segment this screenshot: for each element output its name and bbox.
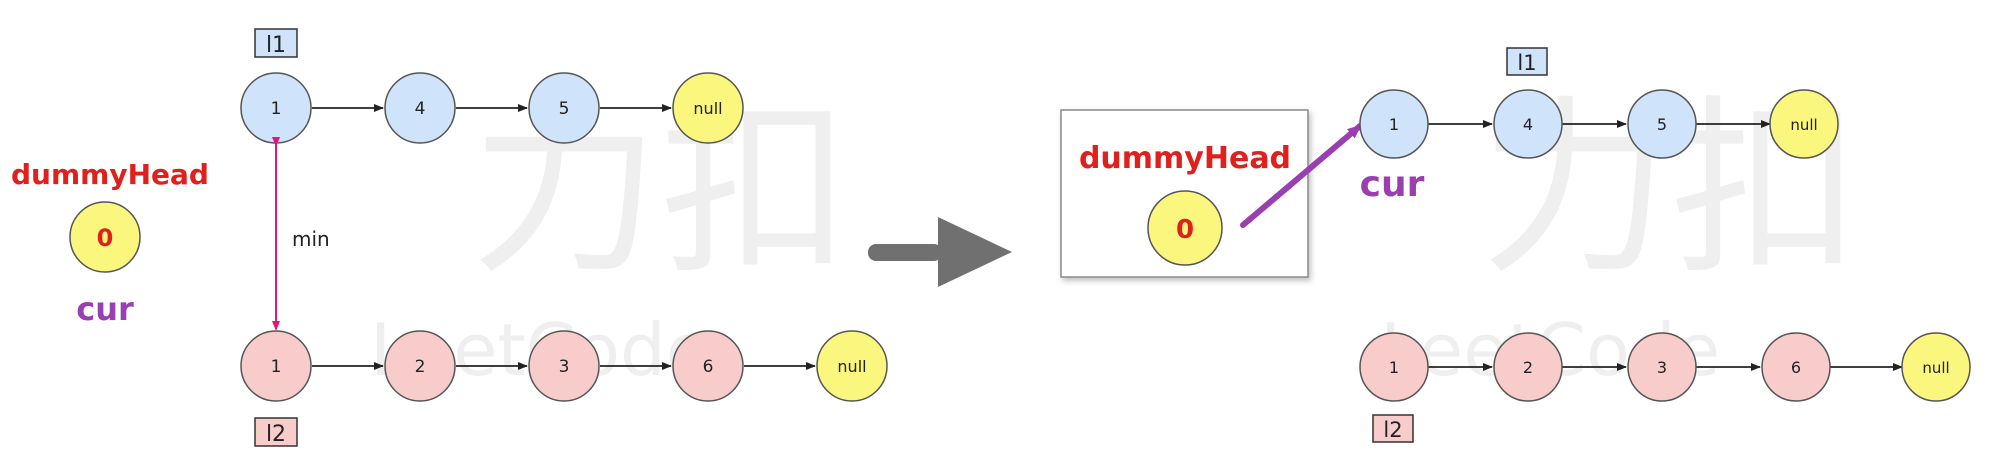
- l1-tag-box: [1506, 47, 1548, 76]
- l2-tag-box: [1372, 414, 1414, 443]
- l2-null-node: null: [816, 330, 888, 402]
- l1-node: 5: [528, 72, 600, 144]
- l2-node: 3: [1627, 332, 1697, 402]
- l2-node: 6: [672, 330, 744, 402]
- left-panel: l1 1 4 5 null min dummyHead 0: [11, 28, 888, 447]
- node-value: 4: [1523, 115, 1533, 134]
- node-value: null: [1790, 116, 1817, 134]
- cur-label: cur: [76, 290, 134, 328]
- node-value: 5: [1657, 115, 1667, 134]
- l2-node: 6: [1761, 332, 1831, 402]
- l1-tag-box: [254, 28, 298, 58]
- l1-tag-label: l1: [266, 33, 286, 58]
- dummy-head-node: 0: [69, 201, 141, 273]
- watermark-cjk: 力扣: [470, 79, 850, 300]
- node-value: 2: [1523, 358, 1533, 377]
- node-value: 3: [559, 357, 570, 377]
- node-value: 5: [559, 99, 570, 119]
- l2-node: 2: [384, 330, 456, 402]
- right-panel: dummyHead 0 cur l1 1 4 5 null: [1060, 47, 1971, 443]
- node-value: null: [837, 357, 866, 376]
- min-label: min: [292, 227, 330, 251]
- l1-null-node: null: [1769, 89, 1839, 159]
- l1-null-node: null: [672, 72, 744, 144]
- cur-label: cur: [1360, 164, 1425, 205]
- l2-node: 1: [1359, 332, 1429, 402]
- dummy-head-node: 0: [1147, 190, 1223, 266]
- l1-node: 4: [384, 72, 456, 144]
- l1-node: 5: [1627, 89, 1697, 159]
- node-value: 1: [1389, 115, 1399, 134]
- node-value: null: [1922, 359, 1949, 377]
- l2-node: 3: [528, 330, 600, 402]
- node-value: 4: [415, 99, 426, 119]
- node-value: 1: [271, 357, 282, 377]
- node-value: 1: [271, 99, 282, 119]
- transition-arrow: [868, 217, 1012, 287]
- node-value: 2: [415, 357, 426, 377]
- l1-node: 4: [1493, 89, 1563, 159]
- node-value: 1: [1389, 358, 1399, 377]
- l2-node: 2: [1493, 332, 1563, 402]
- node-value: 6: [703, 357, 714, 377]
- l2-tag-label: l2: [1383, 418, 1402, 442]
- node-value: null: [693, 99, 722, 118]
- cur-pointer-arrow: [1240, 123, 1363, 228]
- l1-node: 1: [1359, 89, 1429, 159]
- l2-tag-box: [254, 417, 298, 447]
- node-value: 0: [97, 224, 114, 252]
- dummy-head-label: dummyHead: [1079, 141, 1291, 176]
- node-value: 3: [1657, 358, 1667, 377]
- l1-node: 1: [240, 72, 312, 144]
- l2-tag-label: l2: [266, 422, 286, 447]
- node-value: 6: [1791, 358, 1801, 377]
- l2-null-node: null: [1901, 332, 1971, 402]
- node-value: 0: [1176, 215, 1194, 245]
- l2-node: 1: [240, 330, 312, 402]
- l1-tag-label: l1: [1517, 51, 1536, 75]
- dummy-head-label: dummyHead: [11, 158, 209, 191]
